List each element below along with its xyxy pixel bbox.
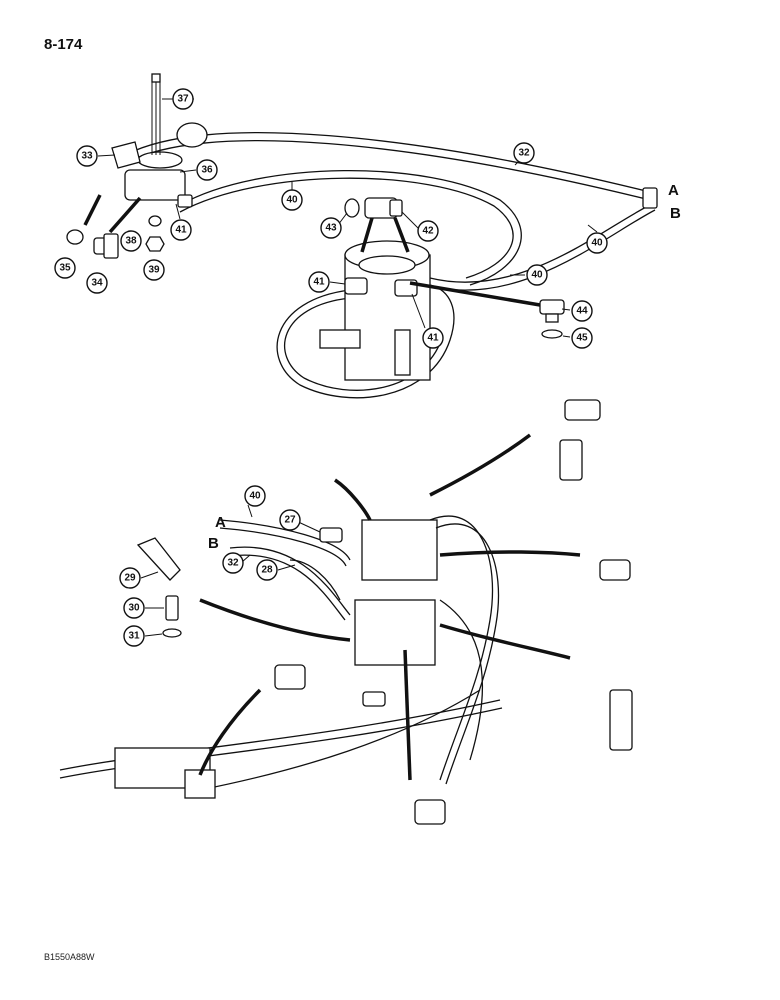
leader-42-a	[360, 217, 374, 253]
svg-text:42: 42	[422, 226, 434, 237]
svg-text:33: 33	[81, 151, 93, 162]
o-ring-31	[162, 628, 182, 638]
svg-text:45: 45	[576, 333, 588, 344]
svg-text:29: 29	[124, 573, 136, 584]
hose-end-connector-a-b	[642, 187, 658, 209]
callout-leaders	[97, 98, 598, 637]
callout-32-upper: 32	[513, 142, 535, 164]
callout-42: 42	[417, 220, 439, 242]
svg-text:41: 41	[313, 277, 325, 288]
svg-text:31: 31	[128, 631, 140, 642]
callout-34: 34	[86, 272, 108, 294]
svg-text:32: 32	[227, 558, 239, 569]
svg-text:36: 36	[201, 165, 213, 176]
hose-label-b-top: B	[670, 205, 681, 222]
nut-39	[145, 236, 165, 252]
callout-38: 38	[120, 230, 142, 252]
svg-text:41: 41	[427, 333, 439, 344]
document-code: B1550A88W	[44, 952, 95, 962]
callout-41-top-left: 41	[170, 219, 192, 241]
hose-label-a-top: A	[668, 182, 679, 199]
leader-plug-left	[199, 598, 351, 642]
control-valve-upper	[361, 519, 438, 581]
svg-text:41: 41	[175, 225, 187, 236]
svg-text:27: 27	[284, 515, 296, 526]
callout-28: 28	[256, 559, 278, 581]
leader-42-b	[393, 217, 410, 253]
callout-40-lower: 40	[244, 485, 266, 507]
svg-text:39: 39	[148, 265, 160, 276]
callout-31: 31	[123, 625, 145, 647]
callout-27: 27	[279, 509, 301, 531]
callout-44: 44	[571, 300, 593, 322]
callout-45: 45	[571, 327, 593, 349]
right-side-fittings	[274, 399, 633, 825]
o-ring-45	[541, 329, 563, 339]
fitting-34	[93, 233, 119, 259]
svg-text:40: 40	[286, 195, 298, 206]
callout-40-right: 40	[586, 232, 608, 254]
leader-plug-top	[333, 478, 372, 521]
hose-40-upper	[179, 169, 656, 291]
leader-fitting-right	[439, 550, 581, 557]
svg-text:44: 44	[576, 306, 588, 317]
callout-40-mid: 40	[526, 264, 548, 286]
leader-upper-right	[429, 433, 532, 497]
page-number: 8-174	[44, 36, 83, 53]
washer-38	[148, 215, 162, 227]
svg-text:32: 32	[518, 148, 530, 159]
callout-33: 33	[76, 145, 98, 167]
plug-44	[539, 299, 565, 323]
svg-text:30: 30	[128, 603, 140, 614]
callout-43: 43	[320, 217, 342, 239]
svg-text:38: 38	[125, 236, 137, 247]
svg-text:28: 28	[261, 565, 273, 576]
fitting-30	[165, 595, 179, 621]
svg-text:40: 40	[591, 238, 603, 249]
callout-32-lower: 32	[222, 552, 244, 574]
hose-label-b-bottom: B	[208, 535, 219, 552]
leader-lower-right	[439, 623, 571, 660]
fitting-41-left	[344, 277, 368, 295]
lower-block-left	[114, 747, 216, 799]
lower-hose-bundle	[59, 515, 503, 791]
elbow-29	[136, 537, 181, 581]
svg-text:40: 40	[249, 491, 261, 502]
svg-text:37: 37	[177, 94, 189, 105]
swivel-valve-body	[319, 240, 431, 381]
fitting-28	[319, 527, 343, 543]
bolt-37	[151, 73, 161, 155]
callout-40-upper: 40	[281, 189, 303, 211]
leader-lower-fitting	[403, 649, 412, 781]
leader-35	[83, 194, 102, 226]
callout-39: 39	[143, 259, 165, 281]
svg-text:43: 43	[325, 223, 337, 234]
svg-text:35: 35	[59, 263, 71, 274]
svg-text:34: 34	[91, 278, 103, 289]
fitting-42	[364, 197, 403, 219]
o-ring-43	[344, 198, 360, 218]
hose-label-a-bottom: A	[215, 514, 226, 531]
filter-head-assembly	[111, 122, 208, 208]
callout-37: 37	[172, 88, 194, 110]
o-ring-35	[66, 229, 84, 245]
svg-text:40: 40	[531, 270, 543, 281]
callout-29: 29	[119, 567, 141, 589]
leader-lower-left	[198, 688, 262, 776]
callout-41-left: 41	[308, 271, 330, 293]
leader-44	[409, 281, 541, 307]
callout-35: 35	[54, 257, 76, 279]
control-valve-lower	[354, 599, 436, 666]
callout-30: 30	[123, 597, 145, 619]
callout-36: 36	[196, 159, 218, 181]
callout-41-right: 41	[422, 327, 444, 349]
hose-32-upper	[119, 131, 651, 201]
leader-34	[108, 196, 142, 234]
